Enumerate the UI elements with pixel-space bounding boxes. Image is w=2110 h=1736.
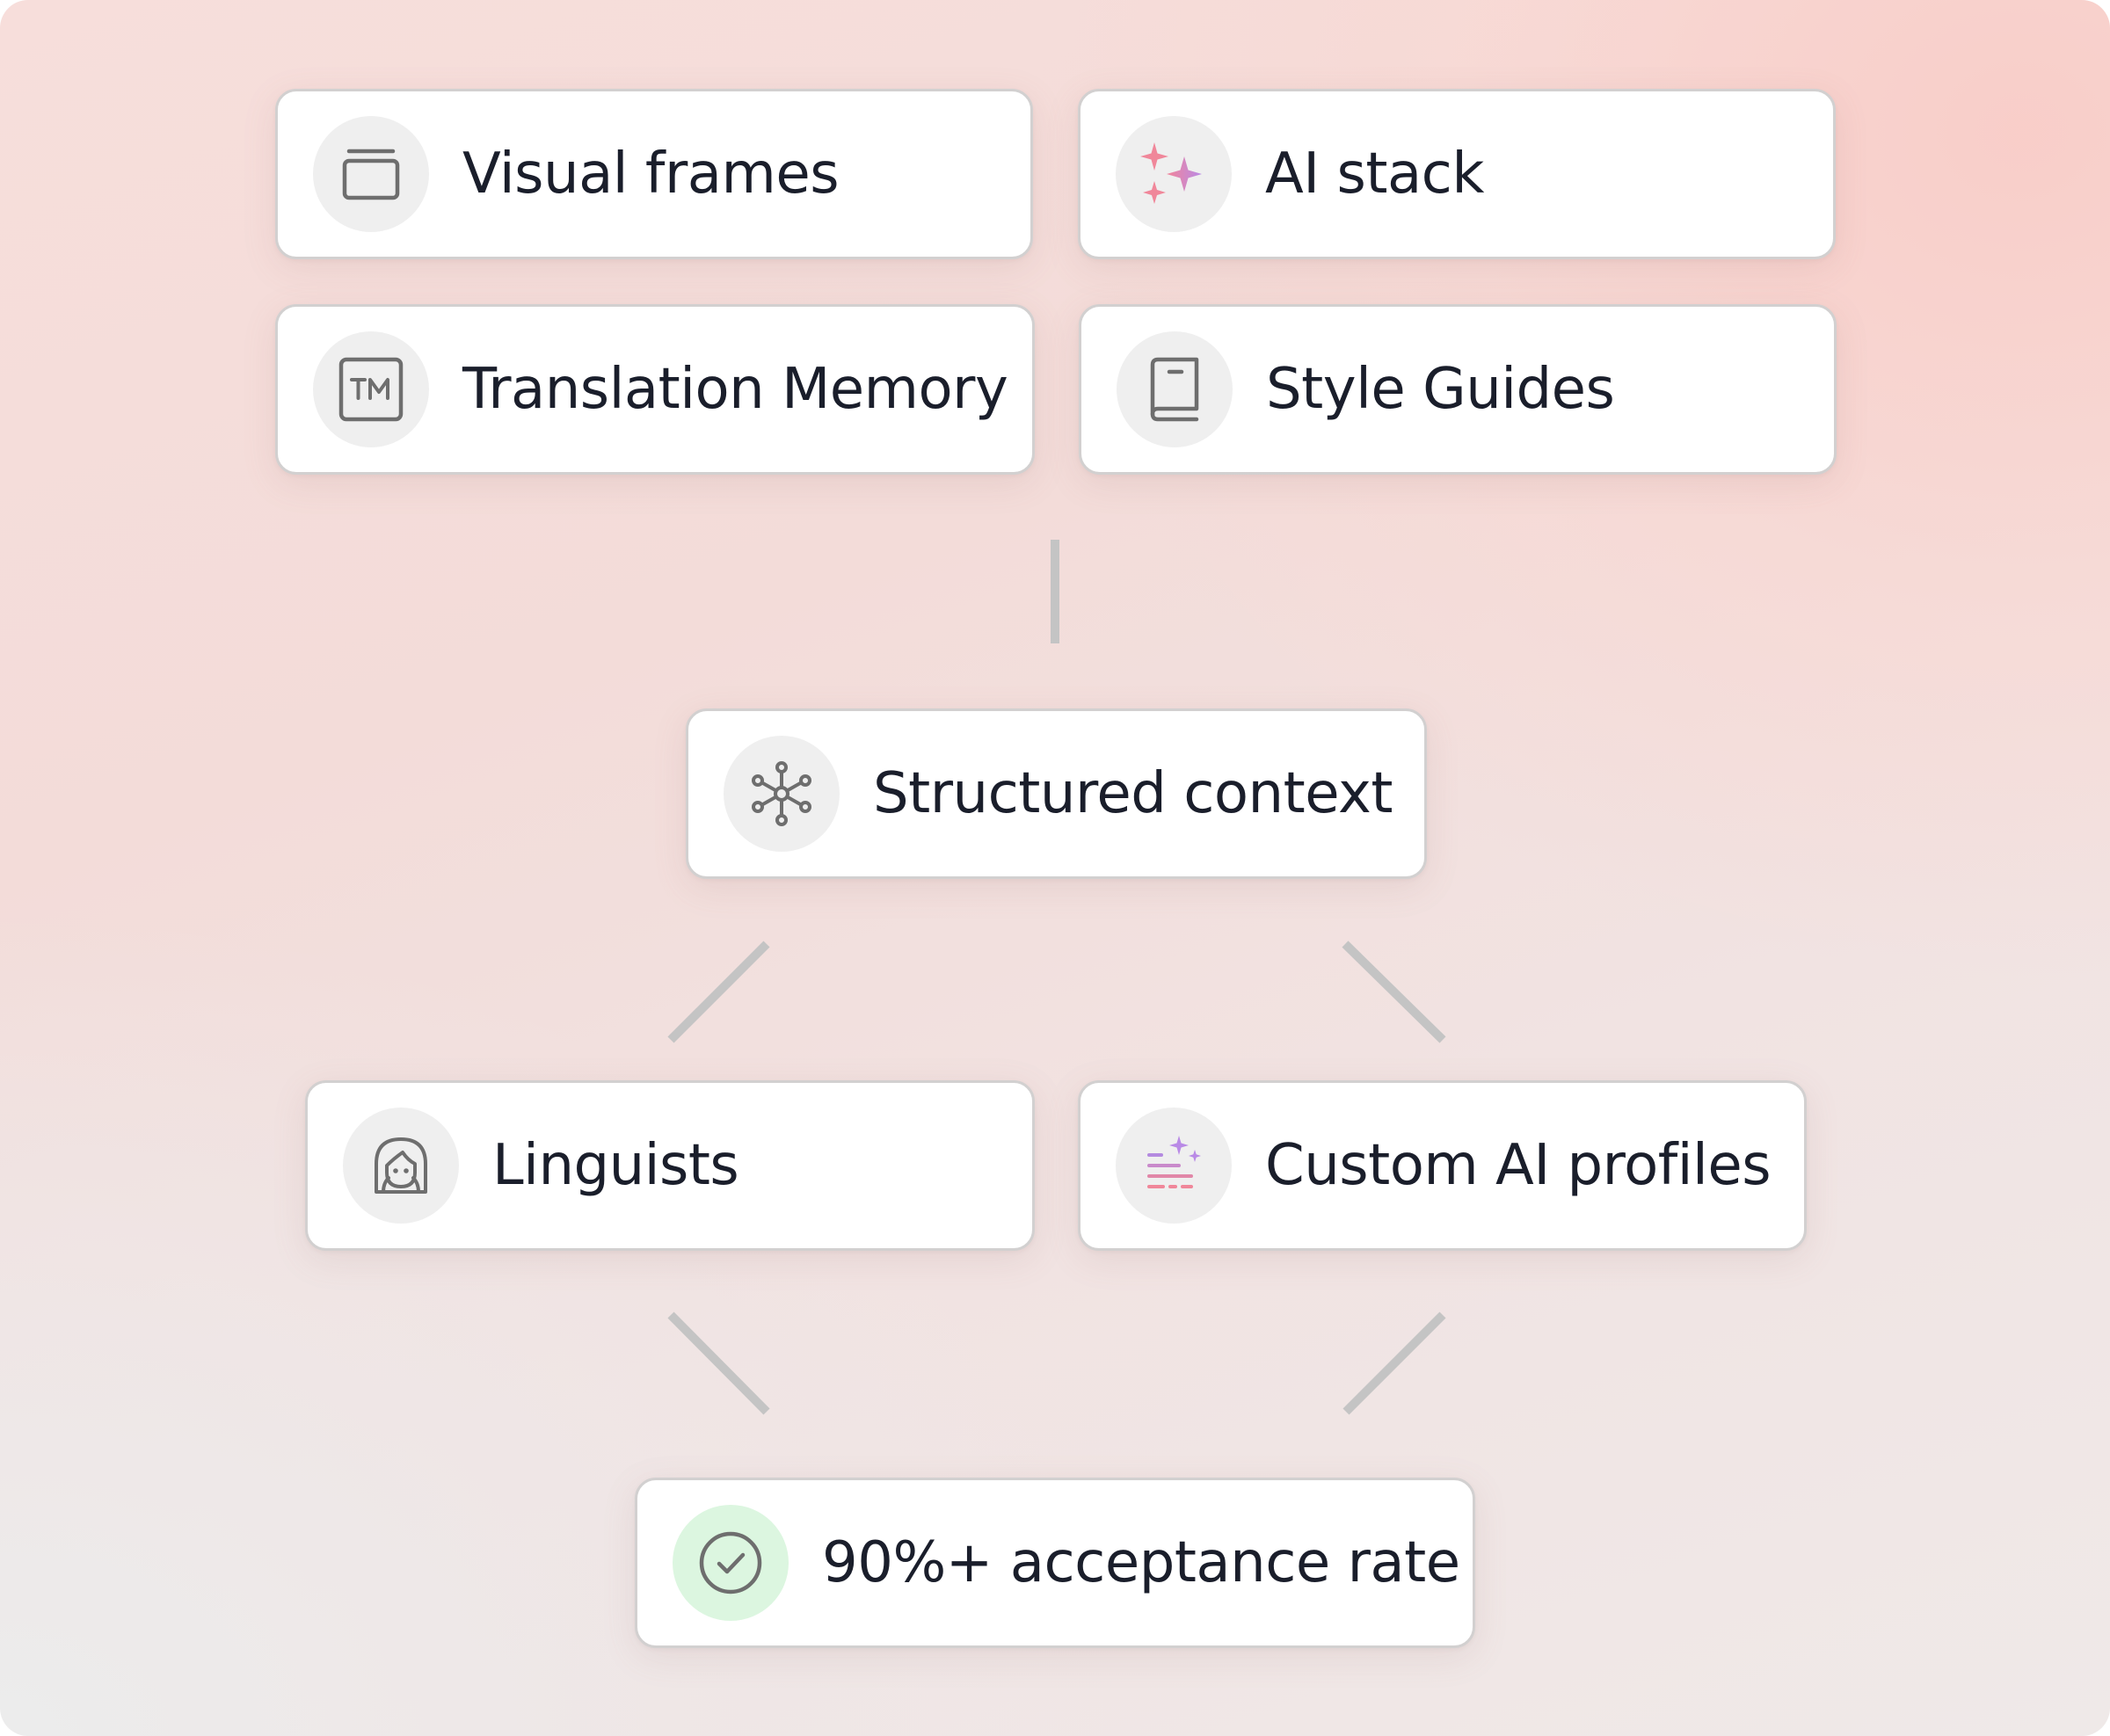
node-translation-memory: Translation Memory [275,304,1035,475]
check-circle-icon [699,1531,762,1594]
ai-lines-icon-badge [1116,1108,1232,1224]
node-linguists: Linguists [305,1080,1035,1251]
frames-icon [342,149,400,200]
frames-icon-badge [313,116,429,232]
person-icon [375,1137,427,1194]
check-circle-icon-badge [673,1505,789,1621]
connector-context-to-ai-profiles [1342,941,1446,1043]
node-label: Visual frames [462,142,840,207]
network-icon [752,761,811,826]
node-custom-ai-profiles: Custom AI profiles [1078,1080,1807,1251]
node-label: 90%+ acceptance rate [822,1530,1460,1595]
node-label: Translation Memory [462,357,1008,422]
book-icon [1150,357,1199,422]
node-label: Custom AI profiles [1265,1133,1772,1198]
connector-context-to-linguists [667,941,770,1043]
connector-linguists-to-result [667,1311,770,1415]
connector-ai-profiles-to-result [1342,1311,1446,1415]
ai-lines-icon [1147,1136,1201,1188]
node-ai-stack: AI stack [1078,89,1836,259]
sparkles-icon-badge [1116,116,1232,232]
node-visual-frames: Visual frames [275,89,1033,259]
tm-icon-badge [313,331,429,447]
network-icon-badge [724,736,840,852]
node-style-guides: Style Guides [1079,304,1837,475]
node-label: Linguists [492,1133,739,1198]
sparkles-icon [1140,142,1202,204]
node-acceptance-rate: 90%+ acceptance rate [635,1478,1475,1648]
node-label: AI stack [1265,142,1484,207]
person-icon-badge [343,1108,459,1224]
tm-icon [338,357,404,422]
book-icon-badge [1117,331,1233,447]
node-structured-context: Structured context [686,708,1427,879]
node-label: Structured context [873,761,1393,826]
node-label: Style Guides [1266,357,1615,422]
